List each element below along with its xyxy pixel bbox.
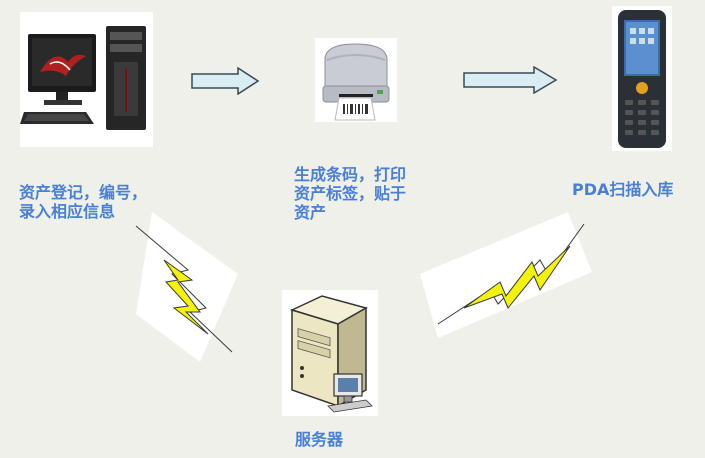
server-label: 服务器 [295, 430, 395, 449]
wireless-link-right [420, 212, 592, 338]
server-image [282, 290, 378, 416]
lightning-bolt-left-icon [135, 225, 233, 353]
server-label-line1: 服务器 [295, 430, 344, 449]
label-printer-icon [322, 43, 390, 121]
server-tower-icon [289, 295, 373, 413]
computer-image [20, 12, 153, 147]
pda-image [612, 6, 672, 151]
print-step-line3: 资产 [294, 203, 327, 222]
pda-step-label: PDA扫描入库 [572, 180, 702, 199]
pda-step-line1: PDA扫描入库 [572, 180, 674, 199]
flow-arrow-2 [463, 66, 558, 94]
wireless-link-left [135, 212, 238, 362]
pda-scanner-icon [618, 10, 666, 148]
register-step-line1: 资产登记，编号， [19, 183, 148, 202]
register-step-label: 资产登记，编号， 录入相应信息 [19, 183, 189, 221]
flow-arrow-1 [191, 67, 260, 95]
print-step-line2: 资产标签，贴于 [294, 184, 407, 203]
register-step-line2: 录入相应信息 [19, 202, 116, 221]
printer-image [315, 38, 397, 122]
desktop-computer-icon [20, 26, 146, 130]
print-step-label: 生成条码，打印 资产标签，贴于 资产 [294, 165, 444, 222]
print-step-line1: 生成条码，打印 [294, 165, 407, 184]
